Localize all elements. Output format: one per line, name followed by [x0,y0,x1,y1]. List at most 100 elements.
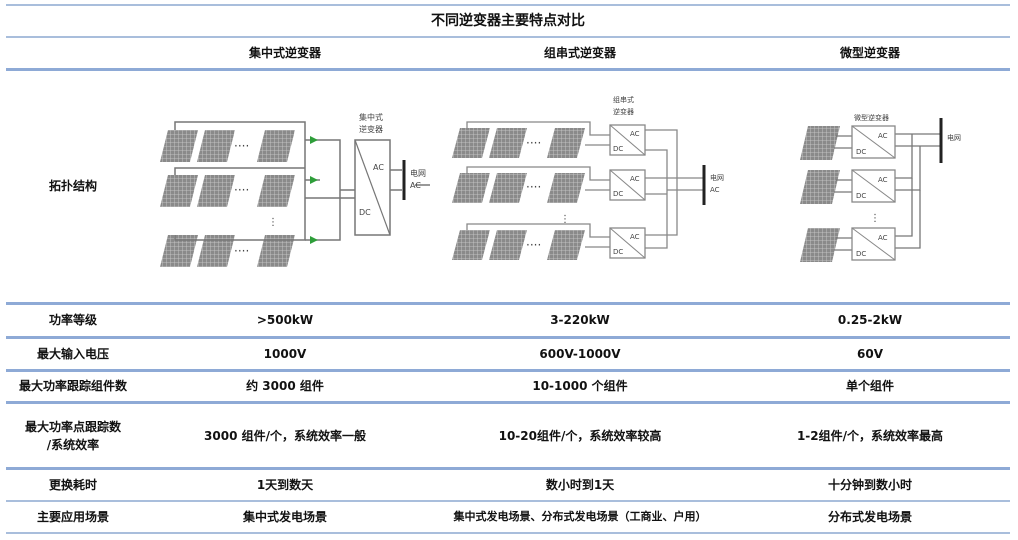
cell-mppt-efficiency-micro: 1-2组件/个，系统效率最高 [796,428,944,443]
solar-panel-icon [547,230,585,260]
row-label-power-rating: 功率等级 [48,313,97,327]
solar-panel-icon [160,130,198,162]
ellipsis-icon: ···· [526,136,541,150]
ac-label: AC [630,233,640,241]
ac-label: AC [878,234,888,242]
vertical-ellipsis-icon: ⋮ [560,214,570,225]
cell-replacement-time-micro: 十分钟到数小时 [827,478,912,492]
cell-application-scenario-string: 集中式发电场景、分布式发电场景（工商业、户用） [453,510,707,523]
rule-under-topology [6,302,1010,305]
dc-label: DC [613,190,623,198]
dc-label: DC [856,148,866,156]
inverter-label-line-1: 集中式 [359,112,383,122]
solar-panel-icon [257,175,295,207]
panel-string-row-2: ···· [160,175,295,207]
ac-label: AC [630,130,640,138]
solar-panel-icon [160,235,198,267]
rule-row-2 [6,369,1010,372]
ellipsis-icon: ···· [526,238,541,252]
panel-string-row-2: ···· [452,173,585,203]
solar-panel-icon [197,235,235,267]
cell-mppt-modules-centralized: 约 3000 组件 [246,379,324,393]
column-header-micro: 微型逆变器 [839,46,900,60]
cell-mppt-efficiency-centralized: 3000 组件/个，系统效率一般 [204,428,366,443]
rule-row-1 [6,336,1010,339]
solar-panel-icon [800,228,840,262]
vertical-ellipsis-icon: ⋮ [870,213,880,224]
panel-string-row-3: ···· [160,235,295,267]
solar-panel-icon [452,128,490,158]
solar-panel-icon [489,230,527,260]
cell-max-input-voltage-centralized: 1000V [263,346,307,361]
grid-label-line-2: AC [410,181,421,190]
cell-max-input-voltage-string: 600V-1000V [539,346,621,361]
dc-label: DC [613,145,623,153]
solar-panel-icon [160,175,198,207]
inverter-label: 微型逆变器 [854,113,889,122]
row-label-mppt-efficiency: 最大功率点跟踪数 /系统效率 [6,404,140,467]
solar-panel-icon [257,235,295,267]
row-label-line-2: /系统效率 [46,437,100,452]
inverter-label-line-2: 逆变器 [613,107,634,116]
panel-string-row-1: ···· [160,130,295,162]
rule-under-header [6,68,1010,71]
solar-panel-icon [489,128,527,158]
cell-power-rating-centralized: >500kW [256,313,314,327]
cell-replacement-time-string: 数小时到1天 [545,478,615,492]
dc-label: DC [613,248,623,256]
row-label-application-scenario: 主要应用场景 [36,510,109,524]
cell-replacement-time-centralized: 1天到数天 [256,478,314,492]
row-label-replacement-time: 更换耗时 [48,478,97,492]
rule-row-5 [6,500,1010,502]
dc-label: DC [359,208,371,217]
cell-mppt-efficiency-string: 10-20组件/个，系统效率较高 [498,428,662,443]
cell-mppt-modules-string: 10-1000 个组件 [532,379,628,393]
inverter-label-line-2: 逆变器 [359,124,383,134]
vertical-ellipsis-icon: ⋮ [268,217,278,228]
string-topology-diagram: ···· ···· ⋮ ···· AC DC AC DC [452,95,724,260]
row-label-topology: 拓扑结构 [48,179,97,193]
grid-label: 电网 [947,133,961,142]
cell-power-rating-micro: 0.25-2kW [837,313,903,327]
solar-panel-icon [197,175,235,207]
dc-label: DC [856,192,866,200]
table-title: 不同逆变器主要特点对比 [431,13,585,29]
row-label-line-1: 最大功率点跟踪数 [24,419,121,434]
inverter-label-line-1: 组串式 [613,95,634,104]
row-label-mppt-modules: 最大功率跟踪组件数 [18,379,127,393]
ac-label: AC [878,176,888,184]
centralized-topology-diagram: ···· ···· ⋮ ···· 集中式 逆变器 AC DC 电网 AC [160,112,430,267]
cell-mppt-modules-micro: 单个组件 [845,379,894,393]
column-header-centralized: 集中式逆变器 [248,46,321,60]
micro-topology-diagram: AC DC AC DC AC DC ⋮ 微型逆变器 电网 [800,113,961,262]
cell-application-scenario-centralized: 集中式发电场景 [242,510,327,524]
dc-label: DC [856,250,866,258]
column-header-string: 组串式逆变器 [543,46,616,60]
ac-label: AC [878,132,888,140]
cell-power-rating-string: 3-220kW [550,313,610,327]
panel-string-row-3: ···· [452,230,585,260]
ac-label: AC [630,175,640,183]
grid-label-line-2: AC [710,186,720,194]
grid-label-line-1: 电网 [710,173,724,182]
solar-panel-icon [547,128,585,158]
solar-panel-icon [197,130,235,162]
cell-max-input-voltage-micro: 60V [857,346,883,361]
solar-panel-icon [800,126,840,160]
solar-panel-icon [257,130,295,162]
rule-top [6,4,1010,6]
solar-panel-icon [452,173,490,203]
ac-label: AC [373,163,384,172]
ellipsis-icon: ···· [234,183,249,197]
ellipsis-icon: ···· [526,180,541,194]
row-label-max-input-voltage: 最大输入电压 [36,346,109,361]
ellipsis-icon: ···· [234,244,249,258]
diode-icon [310,136,318,244]
solar-panel-icon [547,173,585,203]
cell-application-scenario-micro: 分布式发电场景 [827,510,912,524]
rule-under-title [6,36,1010,38]
rule-row-3 [6,401,1010,404]
grid-label-line-1: 电网 [410,168,426,178]
rule-row-4 [6,467,1010,470]
solar-panel-icon [489,173,527,203]
